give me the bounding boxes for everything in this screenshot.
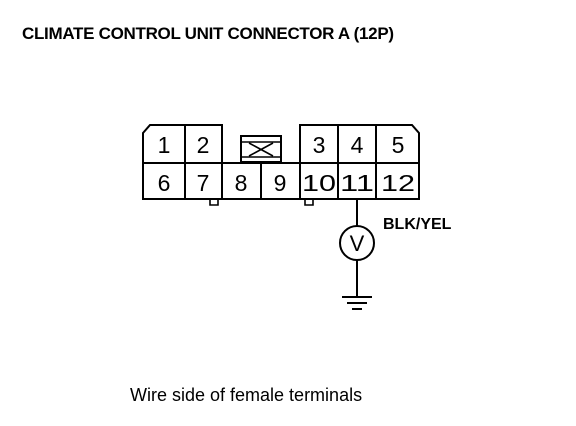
- locking-tab: [240, 135, 282, 163]
- locating-notch: [209, 199, 219, 206]
- terminal-12: 12: [381, 170, 415, 196]
- connector-a: 1 2 3 4 5 6 7 8 9 10 11 12: [142, 124, 420, 206]
- lock-x-line: [248, 142, 274, 157]
- terminal-7: 7: [197, 170, 210, 196]
- terminal-4: 4: [351, 132, 364, 158]
- terminal-11: 11: [340, 170, 374, 196]
- terminal-5: 5: [392, 132, 405, 158]
- diagram-caption: Wire side of female terminals: [130, 385, 362, 405]
- terminal-3: 3: [313, 132, 326, 158]
- terminal-2: 2: [197, 132, 210, 158]
- lock-frame: [240, 135, 282, 163]
- diagram-title: CLIMATE CONTROL UNIT CONNECTOR A (12P): [22, 24, 394, 43]
- wire-color-label: BLK/YEL: [383, 216, 452, 233]
- terminal-1: 1: [158, 132, 171, 158]
- terminal-9: 9: [274, 170, 287, 196]
- terminal-6: 6: [158, 170, 171, 196]
- locating-notch: [304, 199, 314, 206]
- voltage-test-circuit: V BLK/YEL: [339, 199, 452, 310]
- terminal-8: 8: [235, 170, 248, 196]
- ground-icon: [342, 296, 372, 310]
- terminal-10: 10: [302, 170, 336, 196]
- voltmeter-symbol: V: [350, 231, 365, 256]
